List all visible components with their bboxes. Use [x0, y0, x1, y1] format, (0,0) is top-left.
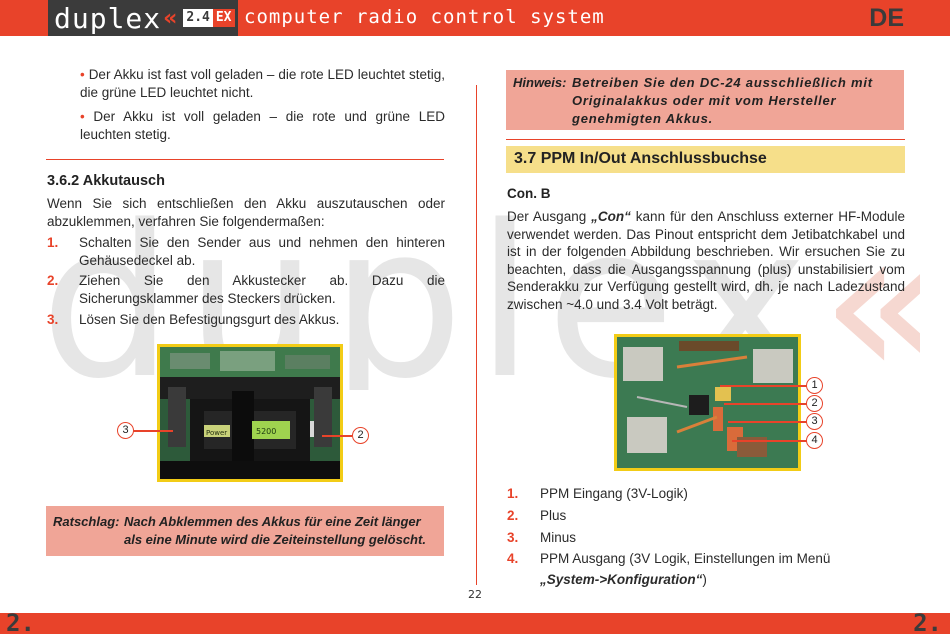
pin-number: 4.	[507, 551, 519, 566]
step-text: Lösen Sie den Befestigungsgurt des Akkus…	[79, 312, 340, 327]
menu-path: „System->Konfiguration“	[540, 572, 703, 587]
step-number: 3.	[47, 312, 59, 327]
callout-line	[724, 403, 807, 405]
logo-text: duplex	[54, 1, 162, 35]
tip-box: Ratschlag: Nach Abklemmen des Akkus für …	[46, 506, 444, 556]
logo-badge: 2.4 EX	[183, 9, 235, 27]
logo: duplex « 2.4 EX	[48, 0, 238, 36]
pin-text-continued: „System->Konfiguration“)	[540, 571, 905, 589]
step-text: Ziehen Sie den Akkustecker ab. Dazu die …	[79, 273, 445, 306]
list-item: 1. Schalten Sie den Sender aus und nehme…	[47, 234, 445, 270]
list-item: 3. Minus	[507, 529, 905, 547]
pin-text: PPM Ausgang (3V Logik, Einstellungen im …	[540, 551, 831, 566]
callout-line	[322, 435, 352, 437]
chapter-number-right: 2.	[913, 609, 942, 634]
bullet-text: Der Akku ist fast voll geladen – die rot…	[80, 67, 445, 100]
description-paragraph: Der Ausgang „Con“ kann für den Anschluss…	[507, 208, 905, 313]
pin-number: 1.	[507, 486, 519, 501]
callout-2: 2	[352, 427, 369, 444]
intro-paragraph: Wenn Sie sich entschließen den Akku ausz…	[47, 196, 445, 229]
list-item: 3. Lösen Sie den Befestigungsgurt des Ak…	[47, 311, 445, 329]
logo-chevron: «	[163, 5, 178, 31]
list-item: • Der Akku ist fast voll geladen – die r…	[80, 66, 445, 101]
bullet-icon: •	[80, 67, 85, 82]
pin-number: 2.	[507, 508, 519, 523]
section-title-bar: 3.7 PPM In/Out Anschlussbuchse	[506, 146, 905, 173]
tip-text: Nach Abklemmen des Akkus für eine Zeit l…	[124, 514, 426, 547]
circuit-board-photo	[614, 334, 801, 471]
circuit-board-image	[617, 337, 798, 468]
callout-3: 3	[806, 413, 823, 430]
paragraph-rest: kann für den Anschluss externer HF-Modul…	[507, 209, 905, 312]
section-divider	[506, 139, 905, 140]
step-text: Schalten Sie den Sender aus und nehmen d…	[79, 235, 445, 268]
list-item: 2. Ziehen Sie den Akkustecker ab. Dazu d…	[47, 272, 445, 308]
header-tagline: computer radio control system	[244, 6, 605, 28]
step-number: 1.	[47, 235, 59, 250]
battery-photo-image: 5200 Power	[160, 347, 340, 479]
logo-badge-ex: EX	[212, 9, 235, 27]
subheading: Con. B	[507, 186, 551, 201]
callout-line	[720, 385, 807, 387]
page-header: duplex « 2.4 EX computer radio control s…	[0, 0, 950, 36]
battery-capacity-label: 5200	[256, 427, 276, 436]
paragraph-start: Der Ausgang	[507, 209, 592, 224]
callout-2: 2	[806, 395, 823, 412]
page-number: 22	[468, 588, 482, 601]
section-divider	[46, 159, 444, 160]
column-divider	[476, 85, 477, 585]
callout-3: 3	[117, 422, 134, 439]
bullet-icon: •	[80, 109, 85, 124]
tip-label: Ratschlag:	[53, 514, 120, 529]
section-title: 3.6.2 Akkutausch	[47, 173, 165, 189]
list-item: 2. Plus	[507, 507, 905, 525]
callout-line	[133, 430, 173, 432]
language-code: DE	[869, 4, 904, 32]
pin-number: 3.	[507, 530, 519, 545]
connector-name: „Con“	[591, 209, 631, 224]
hint-text: Betreiben Sie den DC-24 ausschließlich m…	[572, 75, 873, 126]
list-item: • Der Akku ist voll geladen – die rote u…	[80, 108, 445, 143]
hint-box: Hinweis: Betreiben Sie den DC-24 ausschl…	[506, 70, 904, 130]
step-number: 2.	[47, 273, 59, 288]
battery-brand-label: Power	[206, 429, 227, 437]
hint-label: Hinweis:	[513, 75, 567, 90]
pin-text: Plus	[540, 508, 567, 523]
pin-text: Minus	[540, 530, 577, 545]
bullet-text: Der Akku ist voll geladen – die rote und…	[80, 109, 445, 142]
callout-line	[732, 440, 807, 442]
section-title: 3.7 PPM In/Out Anschlussbuchse	[514, 150, 767, 167]
pin-text: PPM Eingang (3V-Logik)	[540, 486, 688, 501]
list-item: 1. PPM Eingang (3V-Logik)	[507, 485, 905, 503]
callout-1: 1	[806, 377, 823, 394]
watermark-chevron: «	[820, 215, 920, 390]
page-footer: 2. 2.	[0, 609, 950, 634]
logo-badge-version: 2.4	[183, 9, 213, 27]
callout-4: 4	[806, 432, 823, 449]
callout-line	[728, 421, 807, 423]
list-item: 4. PPM Ausgang (3V Logik, Einstellungen …	[507, 550, 905, 590]
battery-photo: 5200 Power	[157, 344, 343, 482]
chapter-number-left: 2.	[6, 609, 35, 634]
pin-text-end: )	[702, 572, 707, 587]
